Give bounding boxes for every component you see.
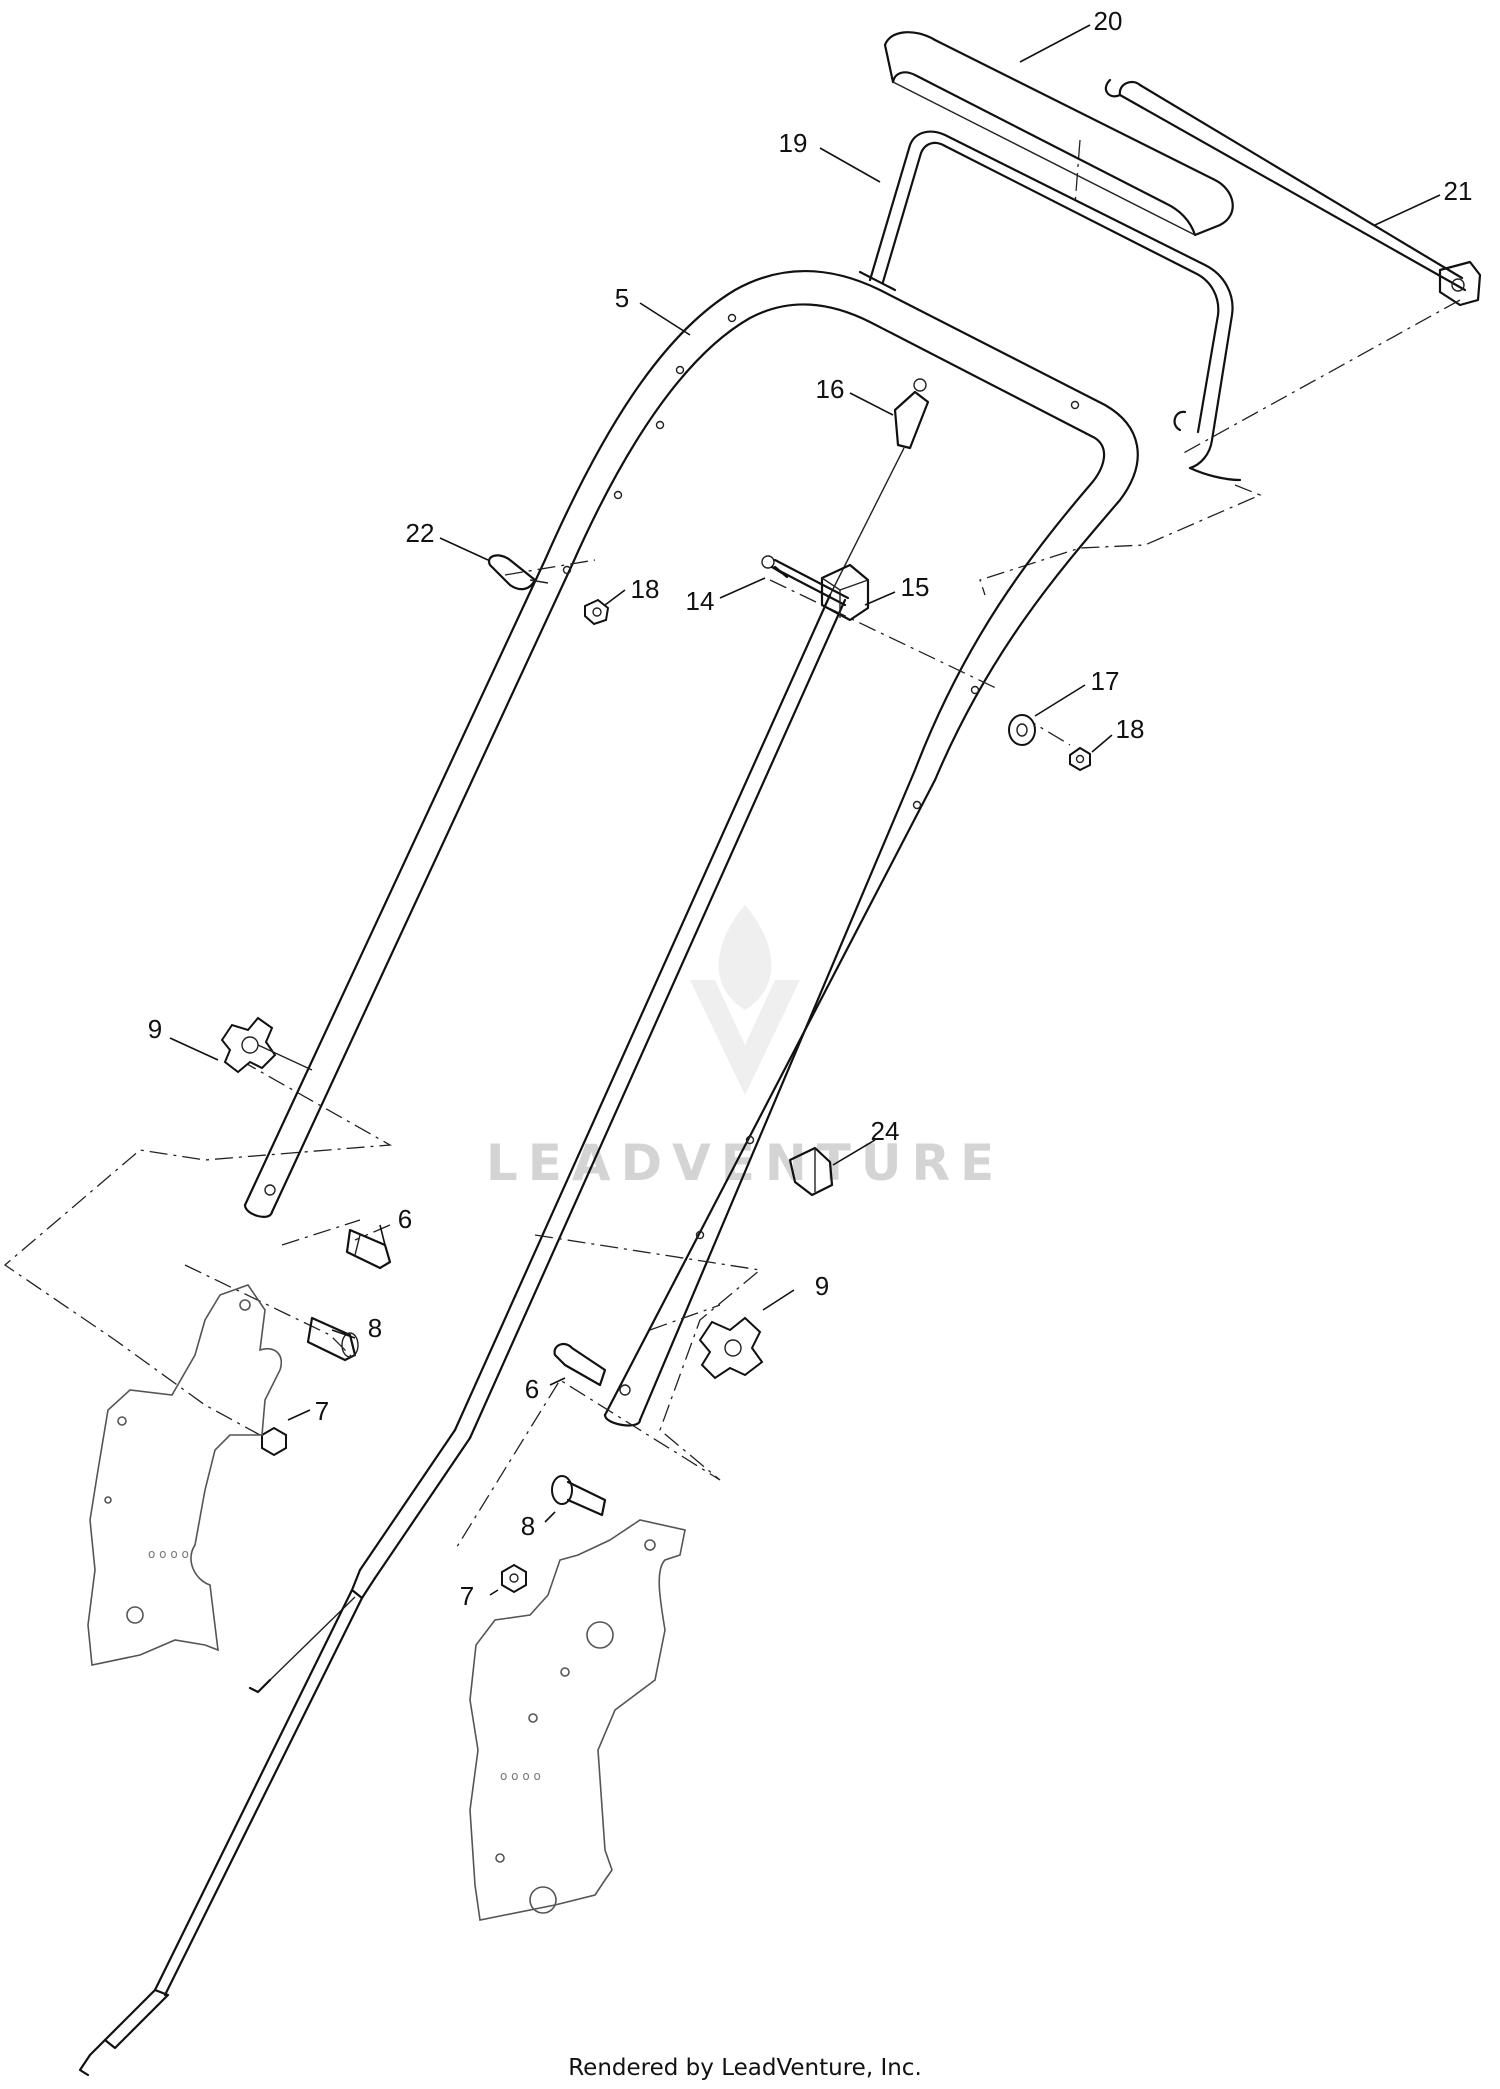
pin-part bbox=[345, 1228, 392, 1270]
height-bracket-right-part: o o o o bbox=[469, 1519, 686, 1921]
callout-5: 5 bbox=[615, 283, 629, 313]
watermark-logo-icon bbox=[690, 905, 800, 1095]
callout-15: 15 bbox=[901, 572, 930, 602]
nut-part bbox=[1069, 746, 1091, 772]
hairpin-part bbox=[487, 554, 549, 591]
latch-part bbox=[788, 1146, 834, 1197]
callout-8a: 8 bbox=[368, 1313, 382, 1343]
callout-8b: 8 bbox=[521, 1511, 535, 1541]
callouts: 20 19 21 5 16 22 18 14 15 17 18 9 24 6 8… bbox=[148, 6, 1473, 1611]
control-rod-part bbox=[1104, 78, 1482, 307]
knob-part bbox=[698, 1316, 764, 1380]
callout-19: 19 bbox=[779, 128, 808, 158]
callout-17: 17 bbox=[1091, 666, 1120, 696]
svg-text:o o o o: o o o o bbox=[500, 1769, 541, 1783]
callout-9a: 9 bbox=[148, 1014, 162, 1044]
bail-grip-part bbox=[883, 31, 1234, 237]
callout-18a: 18 bbox=[631, 574, 660, 604]
callout-7b: 7 bbox=[460, 1581, 474, 1611]
callout-22: 22 bbox=[406, 518, 435, 548]
shoulder-bolt-part bbox=[306, 1316, 359, 1362]
callout-18b: 18 bbox=[1116, 714, 1145, 744]
control-cable-part bbox=[78, 378, 930, 2077]
main-handle-part bbox=[243, 270, 1139, 1427]
callout-14: 14 bbox=[686, 586, 715, 616]
nut-part bbox=[584, 598, 610, 626]
nut-part bbox=[501, 1563, 527, 1594]
watermark-text: LEADVENTURE bbox=[486, 1134, 1004, 1192]
nut-part bbox=[261, 1426, 287, 1457]
callout-24: 24 bbox=[871, 1116, 900, 1146]
callout-20: 20 bbox=[1094, 6, 1123, 36]
callout-9b: 9 bbox=[815, 1271, 829, 1301]
callout-16: 16 bbox=[816, 374, 845, 404]
svg-text:o o o o: o o o o bbox=[148, 1547, 189, 1561]
callout-7a: 7 bbox=[315, 1396, 329, 1426]
height-bracket-left-part: o o o o bbox=[87, 1284, 282, 1666]
bolt-part bbox=[761, 555, 850, 607]
callout-6b: 6 bbox=[525, 1374, 539, 1404]
cable-clip-part bbox=[820, 563, 870, 622]
render-credit: Rendered by LeadVenture, Inc. bbox=[568, 2055, 922, 2081]
leader-lines bbox=[169, 24, 1441, 1596]
washer-part bbox=[1008, 714, 1036, 746]
bail-wire-part bbox=[858, 130, 1242, 482]
pin-part bbox=[553, 1342, 607, 1387]
callout-6a: 6 bbox=[398, 1204, 412, 1234]
callout-21: 21 bbox=[1444, 176, 1473, 206]
shoulder-bolt-part bbox=[551, 1475, 607, 1517]
knob-part bbox=[220, 1016, 313, 1074]
